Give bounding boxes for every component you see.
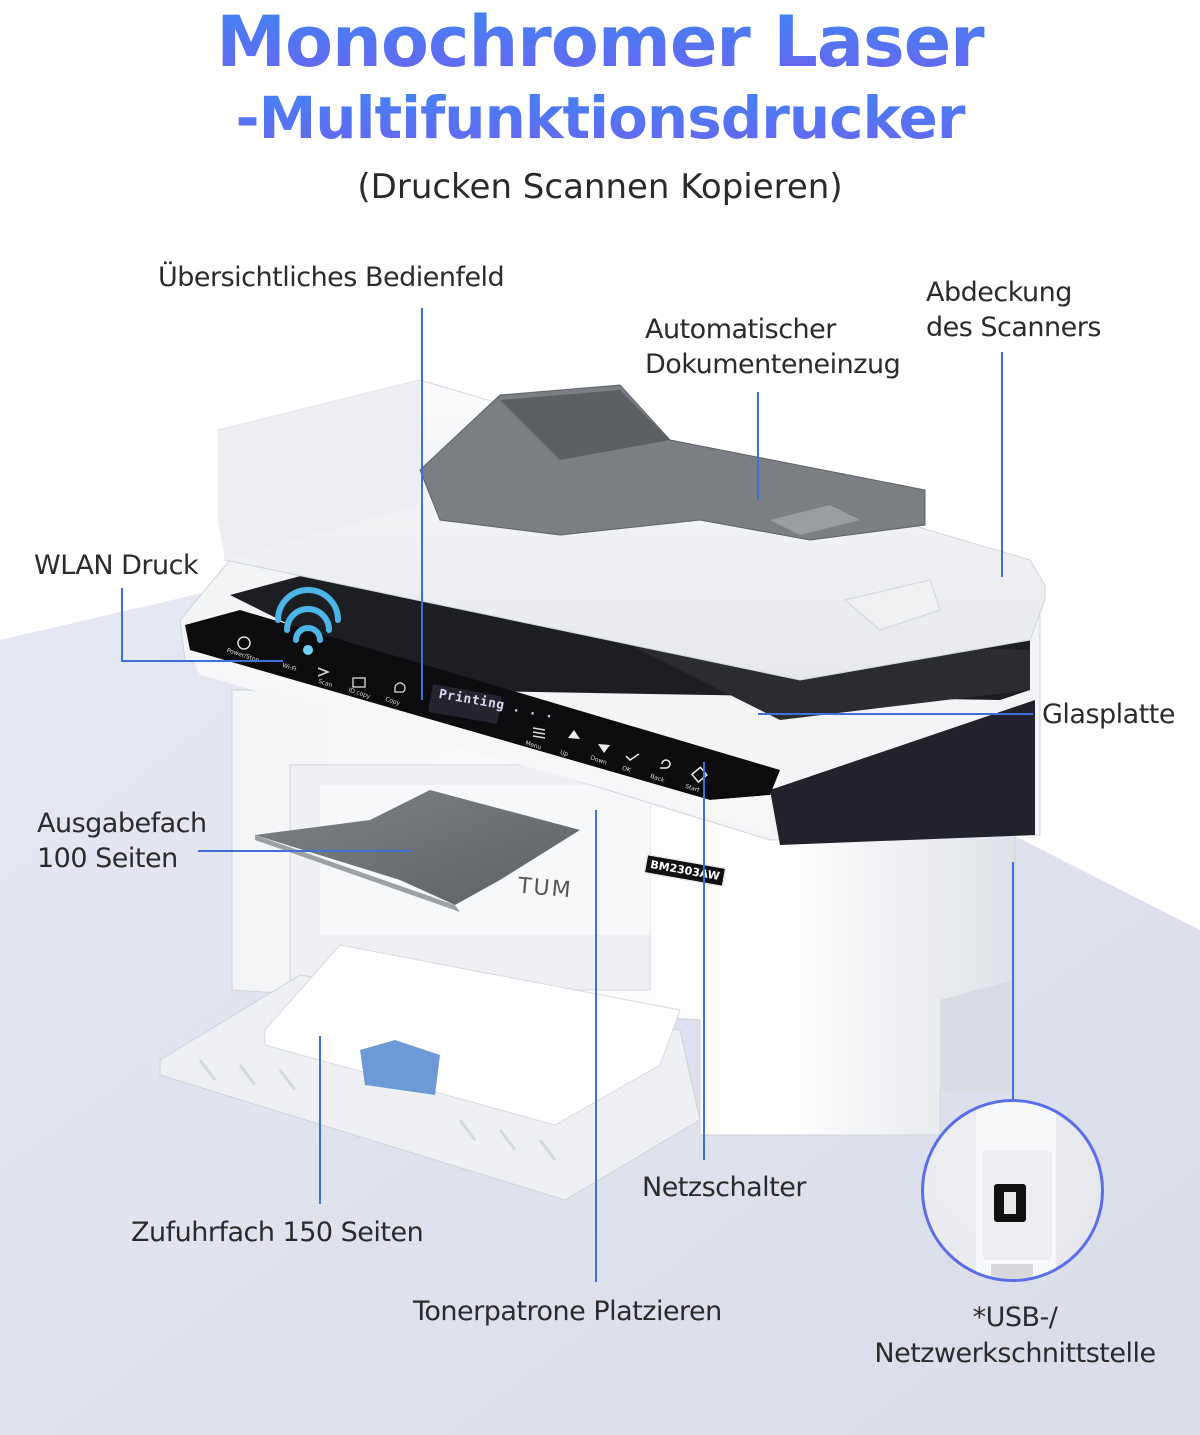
callout-glass: Glasplatte [1042, 699, 1176, 730]
callout-adf-line2: Dokumenteneinzug [645, 349, 901, 380]
leader-input-tray [319, 1036, 321, 1204]
callout-interface-line1: *USB-/ [972, 1302, 1058, 1333]
callout-scanner-cover-line1: Abdeckung [926, 277, 1072, 308]
leader-output-tray [198, 850, 412, 852]
leader-adf [757, 392, 759, 500]
leader-scanner-cover [1001, 352, 1003, 577]
callout-power-switch: Netzschalter [642, 1172, 806, 1203]
input-tray [159, 944, 701, 1201]
adf-unit [217, 379, 1046, 681]
callout-input-tray: Zufuhrfach 150 Seiten [131, 1217, 424, 1248]
leader-wifi-vertical [121, 588, 123, 662]
usb-port-icon [976, 1102, 1056, 1279]
callout-adf-line1: Automatischer [645, 314, 836, 345]
page-subtitle: (Drucken Scannen Kopieren) [357, 167, 843, 207]
wifi-icon [275, 587, 341, 655]
callout-output-tray-line1: Ausgabefach [37, 808, 207, 839]
brand-logo: TUM [517, 873, 574, 904]
callout-wifi: WLAN Druck [34, 550, 199, 581]
usb-port-inset [921, 1099, 1104, 1282]
callout-output-tray-line2: 100 Seiten [37, 843, 178, 874]
leader-power-switch [703, 762, 705, 1160]
control-panel [185, 610, 780, 835]
callout-interface-line2: Netzwerkschnittstelle [874, 1338, 1156, 1369]
leader-wifi-horizontal [121, 660, 283, 662]
callout-scanner-cover-line2: des Scanners [926, 312, 1101, 343]
callout-control-panel: Übersichtliches Bedienfeld [158, 262, 505, 293]
leader-glass [758, 713, 1033, 715]
page-title-line-1: Monochromer Laser [0, 2, 1200, 82]
output-tray [255, 790, 580, 912]
leader-toner [595, 810, 597, 1282]
leader-control-panel [421, 308, 423, 700]
leader-interface [1012, 862, 1014, 1100]
page-title-line-2: -Multifunktionsdrucker [0, 84, 1200, 152]
callout-toner: Tonerpatrone Platzieren [413, 1296, 722, 1327]
